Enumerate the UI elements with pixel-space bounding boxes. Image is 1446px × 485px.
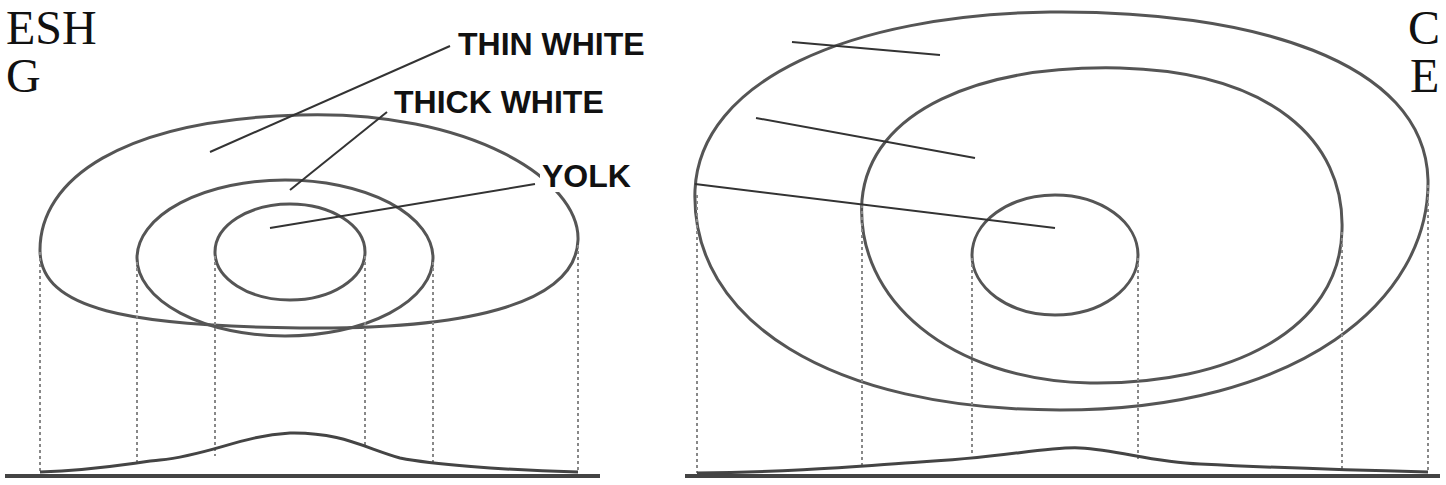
part-name: YOLK [540,160,633,192]
leader-lines [210,42,1055,228]
projection-lines [40,185,1428,473]
cropped-title: E [1408,52,1441,100]
cropped-title: C [1406,4,1442,52]
part-name: THICK WHITE [392,86,606,118]
cropped-title: G [4,52,43,100]
old-thin-white [695,12,1428,410]
cropped-title: ESH [4,4,99,52]
fresh-yolk [215,204,365,300]
old-thick-white [862,68,1342,383]
fresh-thin-white [40,115,578,328]
old-yolk [972,195,1138,315]
part-name: THIN WHITE [456,28,647,60]
side-profiles [5,433,1440,476]
fresh-thick-white [137,180,433,336]
